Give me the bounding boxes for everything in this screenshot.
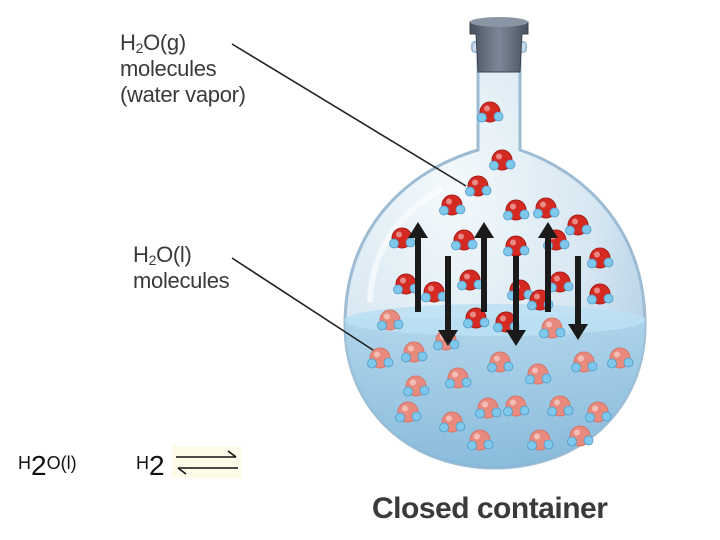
equation-left: H2O(l) (18, 444, 77, 476)
vapor-molecules-label: H2O(g) molecules (water vapor) (120, 30, 246, 108)
equation-right: H2 (136, 444, 165, 476)
caption-closed-container: Closed container (372, 492, 607, 526)
stopper (470, 22, 528, 72)
vapor-leader-line (232, 44, 466, 186)
equilibrium-arrows-icon (172, 446, 242, 478)
liquid-molecules-label: H2O(l) molecules (133, 242, 229, 294)
liquid-water (330, 318, 660, 478)
